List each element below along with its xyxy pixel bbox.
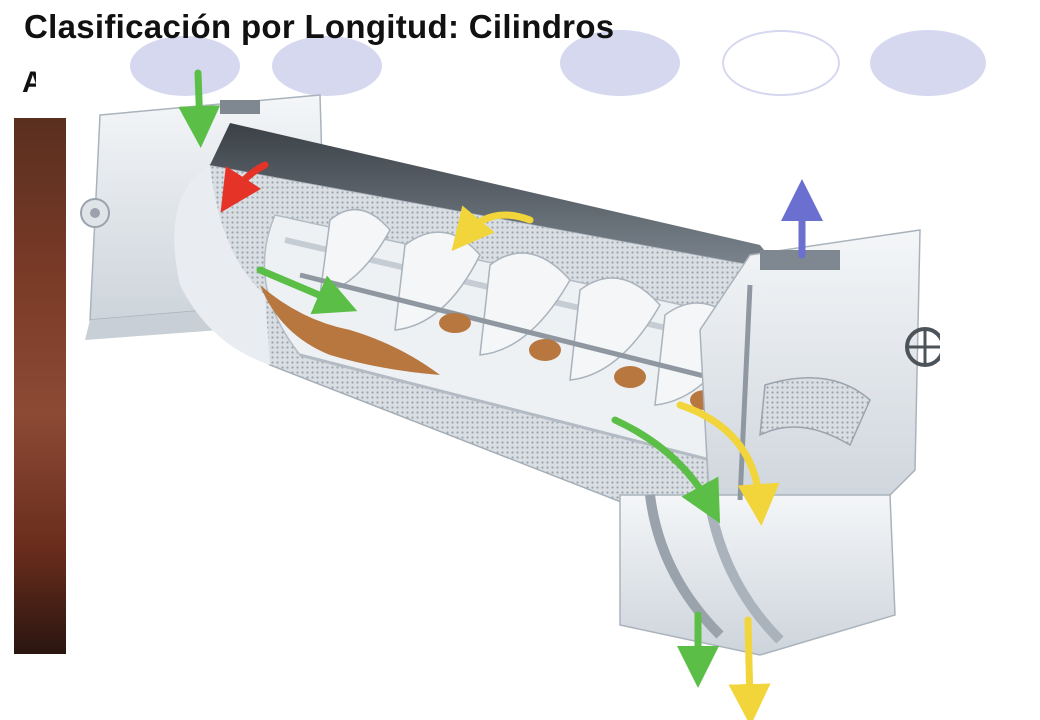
decor-circle-5 bbox=[870, 30, 986, 96]
decor-circle-3 bbox=[560, 30, 680, 96]
arrow-internal-green bbox=[256, 266, 358, 315]
arrow-return bbox=[220, 161, 269, 213]
decor-circle-2 bbox=[272, 36, 382, 96]
arrow-internal-yellow bbox=[451, 205, 534, 252]
arrow-outlet-yellow bbox=[728, 616, 771, 720]
decor-circle-1 bbox=[130, 36, 240, 96]
flow-arrows bbox=[178, 69, 823, 720]
indented-cylinder-diagram bbox=[80, 69, 940, 720]
background-photo bbox=[14, 118, 66, 654]
subtitle-fragment: A bbox=[22, 66, 36, 99]
slide-title: Clasificación por Longitud: Cilindros bbox=[24, 8, 615, 45]
decor-circle-4 bbox=[722, 30, 840, 96]
arrow-outlet-green-curve bbox=[611, 416, 721, 524]
arrow-inlet bbox=[178, 69, 221, 148]
right-end-frame bbox=[619, 229, 940, 656]
arrow-outlet-yellow-curve bbox=[676, 401, 780, 526]
